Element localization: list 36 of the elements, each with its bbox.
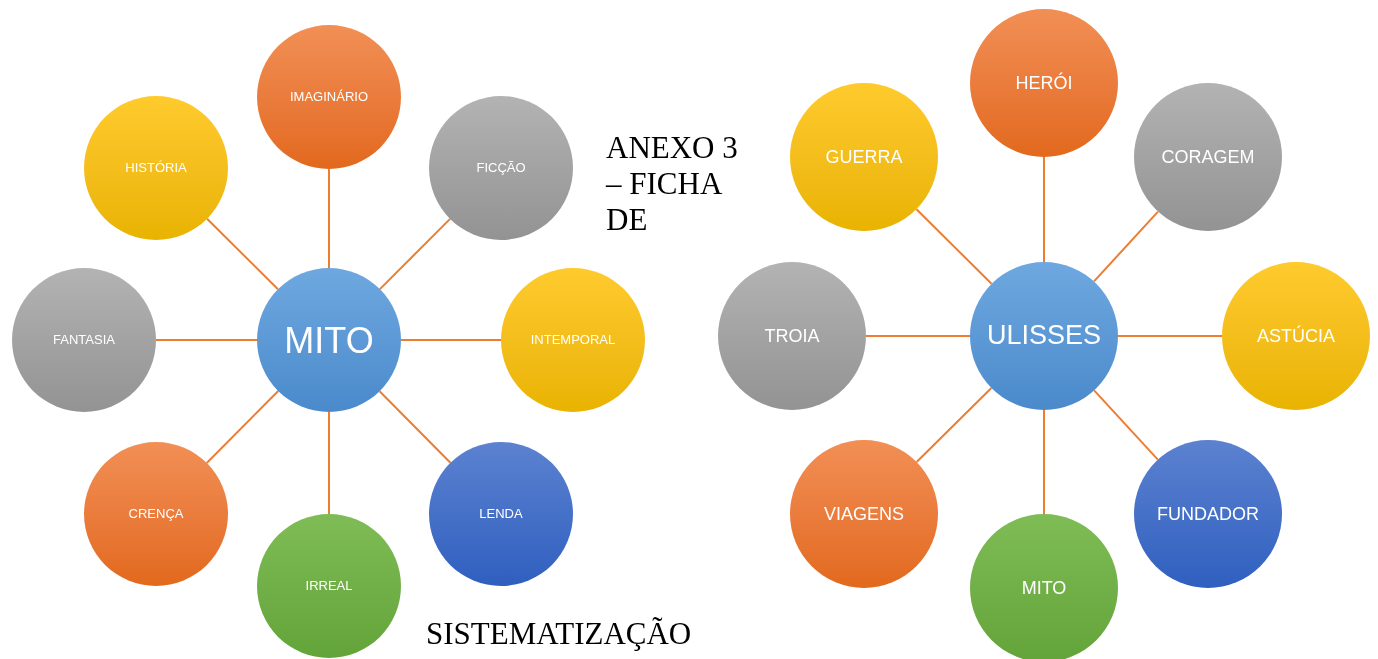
circle-label: FANTASIA bbox=[53, 331, 115, 349]
circle-label: LENDA bbox=[479, 505, 523, 523]
connector-line bbox=[1093, 389, 1159, 461]
circle-label: HISTÓRIA bbox=[125, 159, 187, 177]
heading-text: SISTEMATIZAÇÃO bbox=[426, 615, 692, 653]
circle-label: IMAGINÁRIO bbox=[290, 88, 368, 106]
connector-line bbox=[865, 335, 971, 337]
connector-line bbox=[1093, 210, 1159, 283]
circle-label: GUERRA bbox=[825, 145, 903, 169]
circle-label: FICÇÃO bbox=[476, 159, 526, 177]
connector-line bbox=[400, 339, 502, 341]
connector-line bbox=[378, 390, 452, 464]
connector-line bbox=[205, 390, 280, 464]
circle-label: CRENÇA bbox=[128, 505, 184, 523]
connector-line bbox=[328, 168, 330, 269]
heading-text: ANEXO 3 – FICHA DE bbox=[606, 130, 739, 238]
circle-label: IRREAL bbox=[305, 577, 353, 595]
connector-line bbox=[915, 387, 993, 463]
connector-line bbox=[1043, 409, 1045, 515]
circle-label: TROIA bbox=[764, 324, 820, 348]
connector-line bbox=[206, 217, 279, 291]
circle-label: ULISSES bbox=[986, 319, 1102, 353]
circle-label: HERÓI bbox=[1015, 71, 1073, 95]
circle-label: MITO bbox=[1021, 576, 1067, 600]
connector-line bbox=[1117, 335, 1223, 337]
circle-label: INTEMPORAL bbox=[530, 331, 616, 349]
circle-label: ASTÚCIA bbox=[1257, 324, 1335, 348]
connector-line bbox=[328, 411, 330, 515]
circle-label: MITO bbox=[284, 318, 374, 363]
circle-label: FUNDADOR bbox=[1157, 502, 1259, 526]
connector-line bbox=[155, 339, 258, 341]
circle-label: VIAGENS bbox=[824, 502, 904, 526]
connector-line bbox=[378, 217, 452, 291]
connector-line bbox=[1043, 156, 1045, 263]
connector-line bbox=[915, 208, 993, 285]
circle-label: CORAGEM bbox=[1161, 145, 1255, 169]
